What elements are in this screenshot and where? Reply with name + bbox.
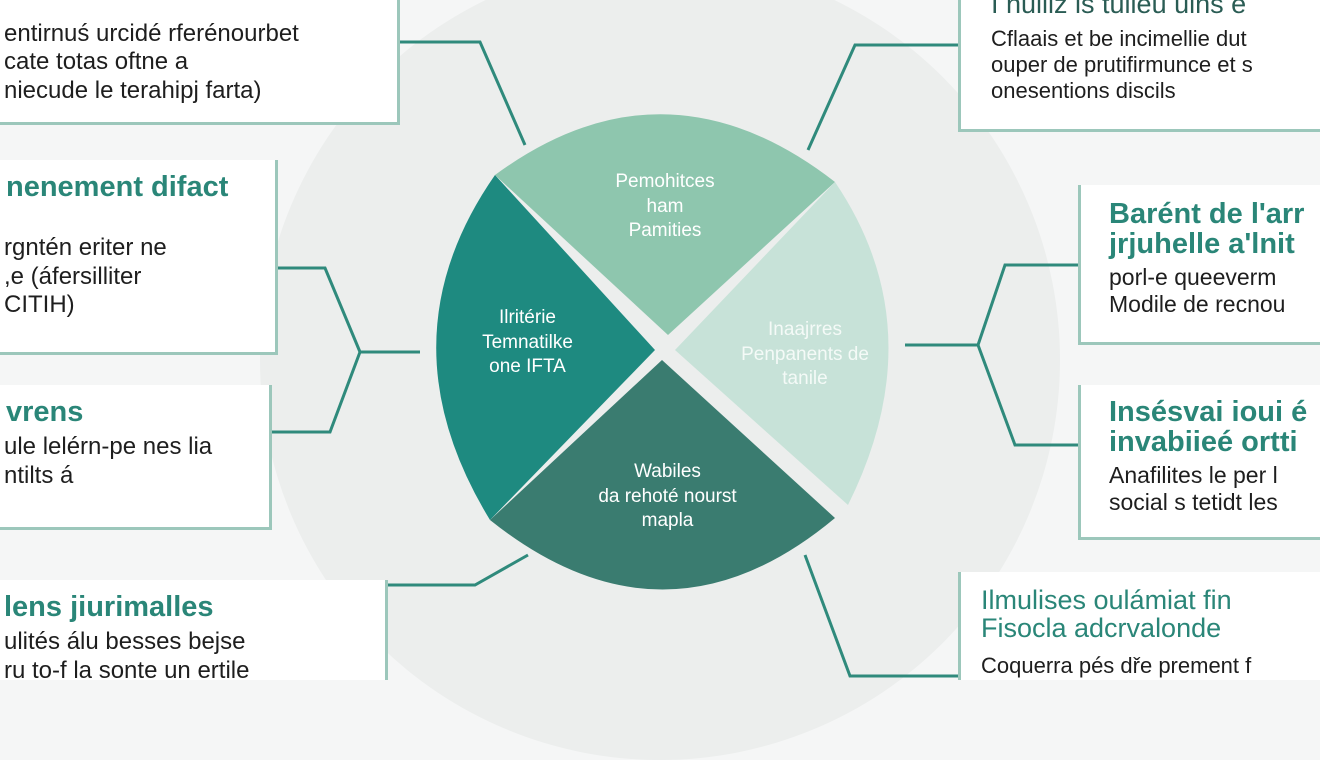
connector-right-2 bbox=[976, 263, 1078, 346]
right-box-1: I nulliz is tulieu uins e Cflaais et be … bbox=[958, 0, 1320, 132]
connector-right-3 bbox=[976, 344, 1078, 447]
right-box-4-heading: Ilmulises oulámiat fin Fisocla adcrvalon… bbox=[981, 585, 1232, 644]
segment-top-label: Pemohitces ham Pamities bbox=[615, 171, 715, 242]
left-box-3-body: ule lelérn-pe nes lia ntilts á bbox=[4, 433, 213, 489]
connector-left-1 bbox=[400, 40, 527, 146]
right-box-3: Insésvai ioui é invabiieé ortti Anafilit… bbox=[1078, 385, 1320, 540]
segment-bottom-label: Wabiles da rehoté nourst mapla bbox=[598, 461, 737, 532]
right-box-2: Barént de l'arr jrjuhelle a'lnit porl-e … bbox=[1078, 185, 1320, 345]
segment-left-label: Ilritérie Temnatilke one IFTA bbox=[482, 307, 573, 378]
right-box-2-heading: Barént de l'arr jrjuhelle a'lnit bbox=[1109, 198, 1305, 261]
connector-right-4 bbox=[803, 554, 958, 678]
left-box-2-heading: nenement difact bbox=[6, 171, 229, 203]
left-box-3: vrens ule lelérn-pe nes lia ntilts á bbox=[0, 385, 272, 530]
right-box-1-heading: I nulliz is tulieu uins e bbox=[991, 0, 1247, 19]
segment-right-label: Inaajrres Penpanents de tanile bbox=[741, 319, 869, 390]
right-box-3-body: Anafilites le per l social s tetidt les bbox=[1109, 461, 1278, 515]
right-box-2-body: porl-e queeverm Modile de recnou bbox=[1109, 263, 1286, 317]
left-box-4-heading: lens jiurimalles bbox=[4, 591, 214, 623]
right-box-4: Ilmulises oulámiat fin Fisocla adcrvalon… bbox=[958, 572, 1320, 680]
segment-left bbox=[436, 175, 655, 520]
connector-right-1 bbox=[806, 43, 958, 151]
left-box-2-body: rgntén eriter ne ,e (áfersilliter CITIH) bbox=[4, 234, 167, 319]
right-box-4-body: Coquerra pés dře prement f bbox=[981, 652, 1252, 678]
segment-bottom bbox=[490, 360, 835, 590]
connector-left-2 bbox=[278, 266, 362, 353]
left-box-4-body: ulités álu besses bejse ru to-f la sonte… bbox=[4, 628, 250, 680]
left-box-1: entirnuś urcidé rferénourbet cate totas … bbox=[0, 0, 400, 125]
connector-left-3 bbox=[272, 351, 362, 434]
left-box-3-heading: vrens bbox=[6, 396, 84, 428]
right-box-1-body: Cflaais et be incimellie dut ouper de pr… bbox=[991, 26, 1253, 104]
right-box-3-heading: Insésvai ioui é invabiieé ortti bbox=[1109, 396, 1308, 459]
segment-right bbox=[675, 182, 889, 505]
left-box-1-body: entirnuś urcidé rferénourbet cate totas … bbox=[4, 20, 299, 104]
left-box-4: lens jiurimalles ulités álu besses bejse… bbox=[0, 580, 388, 680]
left-box-2: nenement difact rgntén eriter ne ,e (áfe… bbox=[0, 160, 278, 355]
connector-left-4 bbox=[388, 553, 529, 587]
diagram-canvas bbox=[272, 40, 1078, 678]
segment-top bbox=[495, 114, 835, 335]
